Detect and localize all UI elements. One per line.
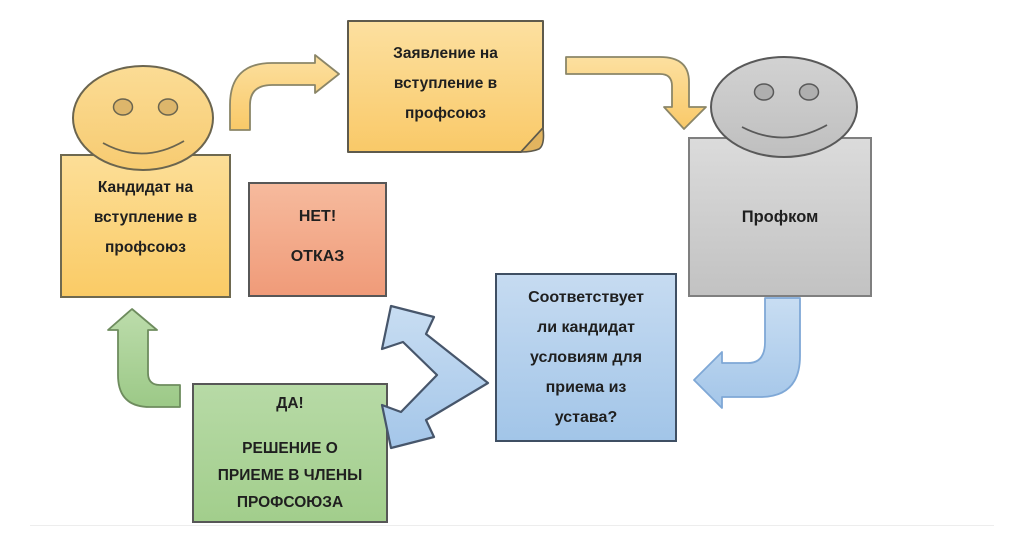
node-application: Заявление на вступление в профсоюз (348, 21, 543, 146)
node-acceptance-line: ДА! (276, 395, 304, 412)
node-candidate: Кандидат на вступление в профсоюз (60, 154, 231, 298)
committee-face-smile (741, 124, 828, 139)
node-acceptance-line: ПРОФСОЮЗА (236, 494, 344, 511)
node-committee-label: Профком (741, 207, 819, 226)
node-application-line: профсоюз (405, 104, 486, 122)
node-candidate-line: Кандидат на (97, 179, 194, 196)
node-acceptance-line: ПРИЕМЕ В ЧЛЕНЫ (217, 467, 363, 484)
arrow-candidate-to-application (229, 54, 340, 131)
node-question-line: приема из (545, 378, 627, 396)
committee-face-eye (753, 83, 775, 101)
node-candidate-line: вступление в (93, 209, 198, 226)
arrow-committee-to-question (693, 297, 801, 409)
slide-bottom-edge (30, 525, 994, 526)
node-refusal: НЕТ! ОТКАЗ (248, 182, 387, 297)
node-acceptance: ДА! РЕШЕНИЕ О ПРИЕМЕ В ЧЛЕНЫ ПРОФСОЮЗА (192, 383, 388, 523)
node-refusal-line: НЕТ! (298, 207, 337, 225)
candidate-face-smile (102, 140, 185, 155)
node-application-line: Заявление на (393, 44, 498, 62)
arrow-application-to-committee (565, 56, 707, 130)
node-question-line: устава? (554, 408, 618, 426)
node-question-line: ли кандидат (537, 318, 635, 336)
node-candidate-line: профсоюз (105, 239, 186, 256)
node-application-line: вступление в (393, 74, 498, 92)
committee-face-eye (798, 83, 820, 101)
candidate-face-eye (112, 98, 134, 116)
arrow-question-to-answers (380, 304, 490, 450)
arrow-acceptance-to-candidate (107, 308, 181, 408)
node-refusal-line: ОТКАЗ (290, 247, 345, 265)
node-question: Соответствует ли кандидат условиям для п… (495, 273, 677, 442)
node-question-line: Соответствует (528, 288, 644, 306)
node-committee: Профком (688, 137, 872, 297)
node-acceptance-line: РЕШЕНИЕ О (242, 440, 338, 457)
candidate-face-eye (157, 98, 179, 116)
node-question-line: условиям для (529, 348, 643, 366)
